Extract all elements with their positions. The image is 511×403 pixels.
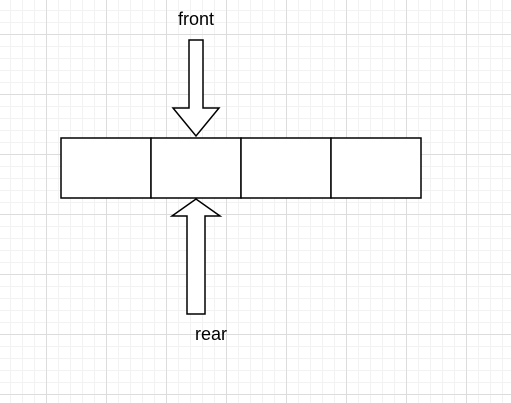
queue-cell-3: [240, 137, 332, 199]
rear-label: rear: [195, 324, 228, 344]
queue-cell-4: [330, 137, 422, 199]
front-label: front: [178, 9, 215, 29]
rear-arrow: [169, 198, 223, 315]
front-arrow: [171, 39, 221, 138]
queue-cell-2: [150, 137, 242, 199]
queue-cell-1: [60, 137, 152, 199]
